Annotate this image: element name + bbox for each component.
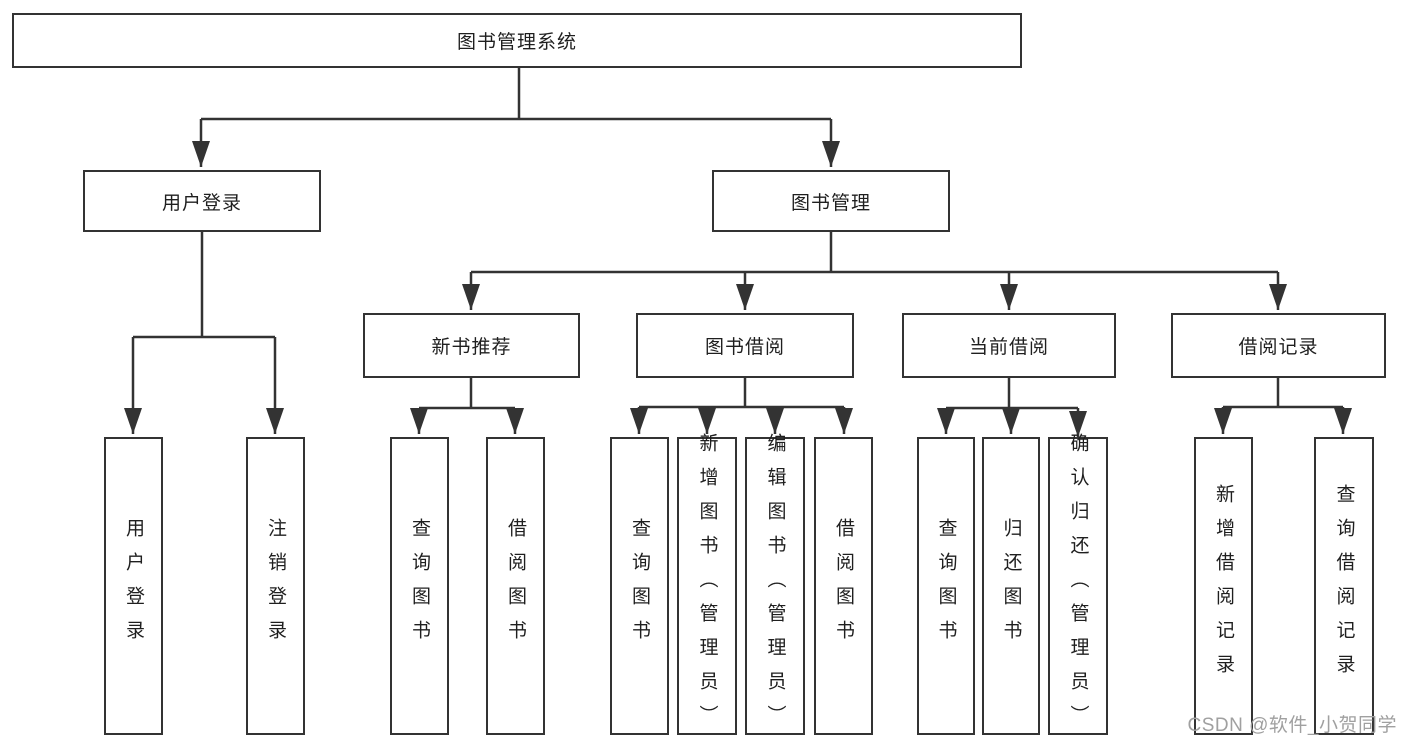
leaf-label: 编辑图书（管理员） (764, 433, 786, 739)
leaf-label: 借阅图书 (833, 518, 854, 654)
leaf-borrow-books-recommend: 借阅图书 (486, 437, 545, 735)
connector-user-login-split (124, 232, 284, 434)
node-label: 图书管理系统 (456, 32, 577, 53)
leaf-label: 新增借阅记录 (1213, 484, 1234, 688)
leaf-label: 归还图书 (1000, 518, 1022, 654)
leaf-borrow-books: 借阅图书 (814, 437, 873, 735)
node-label: 新书推荐 (431, 337, 512, 358)
node-label: 图书借阅 (704, 337, 785, 358)
leaf-edit-book-admin: 编辑图书（管理员） (745, 433, 805, 739)
leaf-query-books-recommend: 查询图书 (390, 437, 449, 735)
connector-borrow-records-split (1214, 378, 1352, 434)
leaf-label: 确认归还（管理员） (1067, 433, 1089, 739)
leaf-label: 查询图书 (935, 518, 957, 654)
node-label: 借阅记录 (1238, 337, 1319, 358)
node-book-borrow: 图书借阅 (636, 313, 854, 378)
leaf-return-books: 归还图书 (982, 437, 1040, 735)
connector-book-management-split (462, 232, 1287, 310)
leaf-label: 注销登录 (265, 518, 286, 654)
leaf-confirm-return-admin: 确认归还（管理员） (1048, 433, 1108, 739)
leaf-logout: 注销登录 (246, 437, 305, 735)
node-user-login: 用户登录 (83, 170, 321, 232)
node-new-book-recommend: 新书推荐 (363, 313, 580, 378)
leaf-query-borrow-record: 查询借阅记录 (1314, 437, 1374, 735)
node-book-management: 图书管理 (712, 170, 950, 232)
csdn-watermark: CSDN @软件_小贺同学 (1187, 715, 1397, 736)
connector-new-book-recommend-split (410, 378, 524, 434)
node-current-borrow: 当前借阅 (902, 313, 1116, 378)
leaf-user-login: 用户登录 (104, 437, 163, 735)
leaf-label: 用户登录 (123, 518, 144, 654)
node-borrow-records: 借阅记录 (1171, 313, 1386, 378)
leaf-label: 查询图书 (629, 518, 650, 654)
leaf-add-book-admin: 新增图书（管理员） (677, 433, 737, 739)
node-label: 用户登录 (161, 192, 242, 214)
connector-current-borrow-split (937, 378, 1087, 437)
node-label: 当前借阅 (968, 337, 1049, 358)
connector-root-split (192, 68, 840, 167)
node-book-management-system: 图书管理系统 (12, 13, 1022, 68)
leaf-label: 新增图书（管理员） (696, 433, 718, 739)
connector-book-borrow-split (630, 378, 853, 434)
leaf-label: 查询借阅记录 (1333, 484, 1355, 688)
node-label: 图书管理 (790, 192, 871, 214)
leaf-label: 查询图书 (409, 518, 430, 654)
leaf-query-books-current: 查询图书 (917, 437, 975, 735)
leaf-query-books-borrow: 查询图书 (610, 437, 669, 735)
leaf-add-borrow-record: 新增借阅记录 (1194, 437, 1253, 735)
leaf-label: 借阅图书 (505, 518, 526, 654)
